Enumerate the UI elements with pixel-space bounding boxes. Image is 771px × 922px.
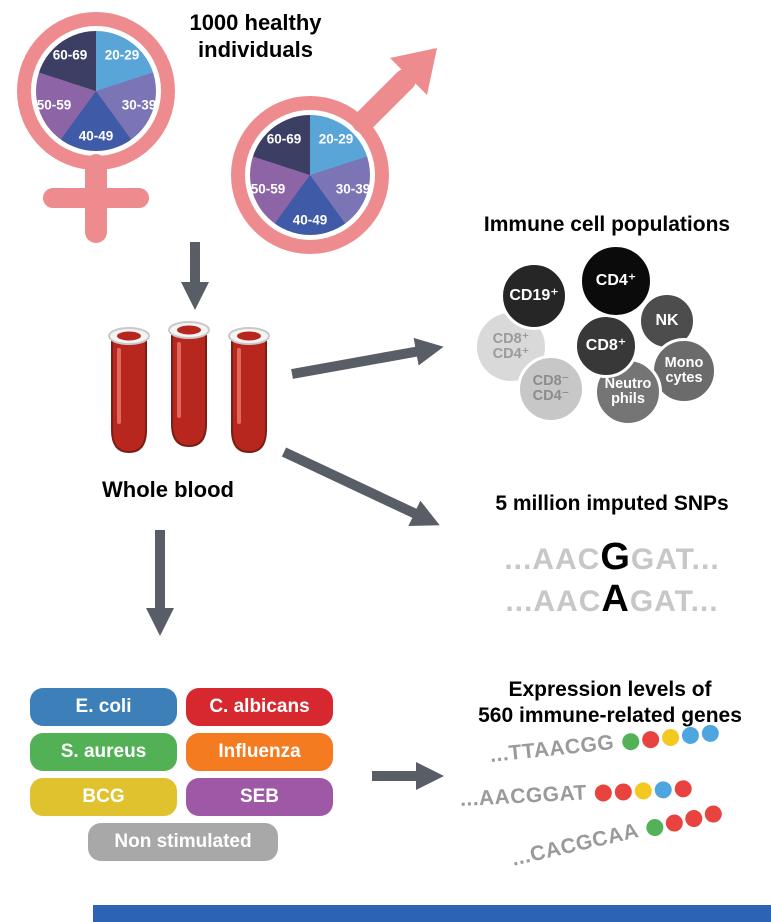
gene-sequence: ...CACGCAA [509, 819, 641, 871]
pie-label: 60-69 [266, 131, 302, 147]
snp-allele: A [601, 578, 630, 620]
pie-label: 50-59 [250, 181, 286, 197]
pie-label: 40-49 [78, 128, 114, 144]
stimulus-e-coli: E. coli [30, 688, 177, 726]
male-arrow-shaft [352, 69, 416, 133]
cell-monocytes: Mono cytes [651, 338, 717, 404]
expression-dot [683, 807, 704, 829]
gene-sequence: ...AACGGAT [459, 781, 588, 811]
pie-label: 50-59 [36, 97, 72, 113]
expression-dot [614, 782, 633, 801]
expression-dot [594, 783, 613, 802]
study-title: 1000 healthy individuals [189, 10, 322, 62]
stimulus-c-albicans: C. albicans [186, 688, 333, 726]
expression-dot [641, 729, 660, 749]
pie-label: 20-29 [318, 131, 354, 147]
male-arrow-head [390, 48, 437, 95]
expression-row: ...AACGGAT [459, 776, 693, 812]
blood-tube-icon [228, 327, 270, 454]
arrow-blood-to-cells-icon [291, 337, 444, 379]
gene-sequence: ...TTAACGG [488, 731, 616, 767]
blood-tube-icon [108, 327, 150, 454]
blood-tubes-icon [108, 321, 270, 454]
expression-dot [644, 816, 665, 838]
cell-cd4: CD4⁺ [579, 244, 653, 318]
male-age-pie [250, 115, 370, 235]
seq-prefix: ...AAC [504, 543, 601, 576]
snps-title: 5 million imputed SNPs [495, 492, 729, 515]
stimulus-non-stimulated: Non stimulated [88, 823, 278, 861]
seq-prefix: ...AAC [505, 585, 602, 618]
expression-dot [654, 780, 673, 799]
expression-dot [702, 803, 724, 824]
expression-dot [663, 812, 685, 833]
cell-cd19: CD19⁺ [500, 262, 568, 330]
expression-dot [634, 781, 653, 800]
expression-dot [621, 731, 640, 751]
arrow-blood-to-snps-icon [281, 447, 440, 526]
expression-dot [700, 723, 720, 743]
blood-tube-icon [168, 321, 210, 448]
whole-blood-label: Whole blood [102, 477, 234, 502]
bottom-bar [93, 905, 771, 922]
female-age-pie [36, 31, 156, 151]
pie-label: 30-39 [121, 97, 157, 113]
expression-dot [660, 727, 680, 747]
immune-populations-title: Immune cell populations [483, 213, 731, 236]
stimulus-bcg: BCG [30, 778, 177, 816]
snp-sequence-1: ...AACGGAT... [452, 536, 771, 579]
expression-row: ...CACGCAA [509, 800, 724, 872]
pie-label: 30-39 [335, 181, 371, 197]
cell-cd8neg-cd4neg: CD8⁻ CD4⁻ [517, 355, 585, 423]
expression-dot [674, 779, 693, 798]
seq-suffix: GAT... [629, 585, 719, 618]
expression-title: Expression levels of 560 immune-related … [478, 678, 742, 728]
seq-suffix: GAT... [630, 543, 720, 576]
stimulus-influenza: Influenza [186, 733, 333, 771]
pie-label: 60-69 [52, 47, 88, 63]
stimulus-seb: SEB [186, 778, 333, 816]
cell-cd8: CD8⁺ [574, 314, 638, 378]
pie-label: 20-29 [104, 47, 140, 63]
pie-label: 40-49 [292, 212, 328, 228]
snp-allele: G [600, 536, 631, 578]
expression-dot [680, 725, 700, 745]
stimulus-s-aureus: S. aureus [30, 733, 177, 771]
snp-sequence-2: ...AACAGAT... [452, 578, 771, 621]
